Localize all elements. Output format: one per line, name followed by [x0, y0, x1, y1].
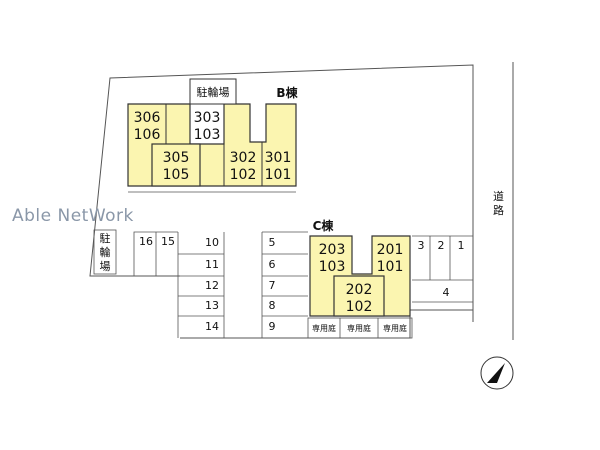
parking-5: 5	[269, 236, 276, 249]
parking-15: 15	[161, 235, 175, 248]
parking-4: 4	[443, 286, 450, 299]
c-unit-203-upper: 203	[319, 242, 346, 258]
b-unit-301-lower: 101	[265, 167, 292, 183]
road-label-1: 道	[493, 189, 504, 203]
left-bicycle-label-2: 輪	[100, 245, 111, 259]
private-garden-3: 専用庭	[383, 323, 407, 333]
parking-column-mid	[261, 231, 308, 338]
b-building-label: B棟	[276, 85, 298, 100]
left-bicycle-label-3: 場	[100, 260, 111, 273]
b-unit-303-lower: 103	[194, 127, 221, 143]
b-unit-306-upper: 306	[134, 110, 161, 126]
b-unit-305-upper: 305	[163, 150, 190, 166]
parking-column-left	[177, 232, 225, 338]
left-bicycle-label-1: 駐	[100, 231, 111, 245]
b-bicycle-box	[189, 78, 237, 105]
b-unit-306-lower: 106	[134, 127, 161, 143]
b-unit-303-upper: 303	[194, 110, 221, 126]
parking-7: 7	[269, 279, 276, 292]
c-unit-203-lower: 103	[319, 259, 346, 275]
parking-11: 11	[205, 258, 219, 271]
parking-16: 16	[139, 235, 153, 248]
left-bicycle-area	[93, 229, 117, 275]
site-boundary-bottom	[180, 309, 473, 339]
b-unit-302-lower: 102	[230, 167, 257, 183]
c-building-label: C棟	[313, 218, 335, 233]
b-bicycle-label: 駐輪場	[197, 85, 230, 99]
site-boundary	[89, 64, 474, 322]
road-label-2: 路	[493, 204, 504, 217]
watermark: Able NetWork	[12, 206, 134, 226]
parking-6: 6	[269, 258, 276, 271]
parking-16-15-lines	[133, 231, 178, 276]
parking-10: 10	[205, 236, 219, 249]
parking-8: 8	[269, 299, 276, 312]
parking-9: 9	[269, 320, 276, 333]
private-garden-2: 専用庭	[347, 323, 371, 333]
parking-2: 2	[438, 239, 445, 252]
b-unit-302-upper: 302	[230, 150, 257, 166]
b-unit-305-lower: 105	[163, 167, 190, 183]
north-arrow-icon	[480, 356, 514, 390]
parking-14: 14	[205, 320, 219, 333]
parking-3: 3	[418, 239, 425, 252]
parking-right	[412, 235, 473, 303]
private-garden-row	[307, 317, 413, 339]
c-unit-201-lower: 101	[377, 259, 404, 275]
parking-13: 13	[205, 299, 219, 312]
c-unit-202-box	[333, 275, 385, 317]
parking-1: 1	[458, 239, 465, 252]
c-unit-201-upper: 201	[377, 242, 404, 258]
c-unit-202-upper: 202	[346, 282, 373, 298]
private-garden-1: 専用庭	[312, 323, 336, 333]
c-unit-202-lower: 102	[346, 299, 373, 315]
parking-12: 12	[205, 279, 219, 292]
b-unit-301-upper: 301	[265, 150, 292, 166]
